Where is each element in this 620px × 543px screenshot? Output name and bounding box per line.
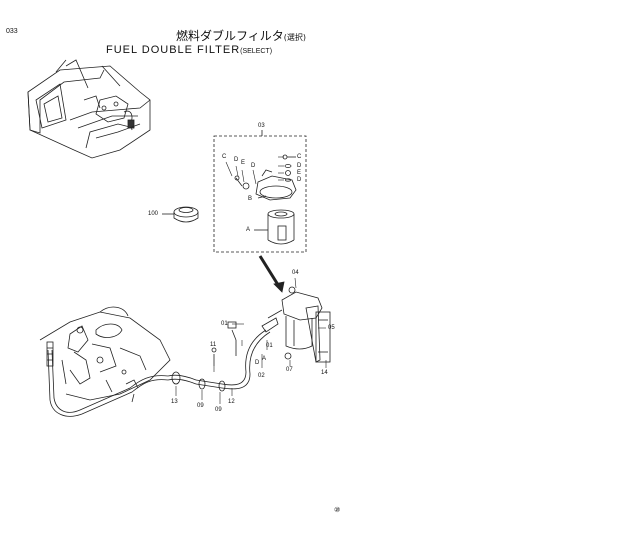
cap-part-100 xyxy=(162,206,199,223)
label-part-09a: 09 xyxy=(197,403,204,409)
installed-filter-assembly xyxy=(261,286,331,363)
title-en-note: (SELECT) xyxy=(240,48,273,55)
label-E2: E xyxy=(297,170,302,176)
label-part-01a: 01 xyxy=(221,321,228,327)
page-number: 033 xyxy=(6,28,18,35)
label-part-07: 07 xyxy=(286,367,293,373)
label-D3: D xyxy=(297,163,302,169)
label-part-01b: 01 xyxy=(266,343,273,349)
detail-box xyxy=(213,135,307,253)
filter-head-detail xyxy=(234,154,297,245)
label-B1: B xyxy=(248,196,253,202)
engine-illustration xyxy=(39,306,171,403)
label-C2: C xyxy=(297,154,302,160)
label-D5: D xyxy=(255,360,260,366)
label-part-02: 02 xyxy=(258,373,265,379)
excavator-cab-illustration xyxy=(27,59,151,159)
label-part-12: 12 xyxy=(228,399,235,405)
title-jp-note: (選択) xyxy=(283,33,307,42)
label-A2: A xyxy=(262,356,267,362)
title-en-text: FUEL DOUBLE FILTER xyxy=(106,44,241,56)
fuel-hoses xyxy=(46,321,271,417)
title-english: FUEL DOUBLE FILTER(SELECT) xyxy=(106,45,272,56)
label-part-13: 13 xyxy=(171,399,178,405)
label-E1: E xyxy=(241,160,246,166)
label-part-05: 05 xyxy=(328,325,335,331)
leader-lines xyxy=(175,156,327,404)
label-part-04: 04 xyxy=(292,270,299,276)
label-A1: A xyxy=(246,227,251,233)
title-jp-text: 燃料ダブルフィルタ xyxy=(176,29,284,43)
title-japanese: 燃料ダブルフィルタ(選択) xyxy=(176,30,306,42)
label-D2: D xyxy=(251,163,256,169)
label-part-09b: 09 xyxy=(215,407,222,413)
label-group-03: 03 xyxy=(258,123,265,129)
label-D1: D xyxy=(234,157,239,163)
label-part-100: 100 xyxy=(148,211,159,217)
footer-mark: ⑩ xyxy=(334,507,341,514)
label-D4: D xyxy=(297,177,302,183)
label-C1: C xyxy=(222,154,227,160)
label-part-14: 14 xyxy=(321,370,328,376)
label-part-11: 11 xyxy=(210,342,217,348)
